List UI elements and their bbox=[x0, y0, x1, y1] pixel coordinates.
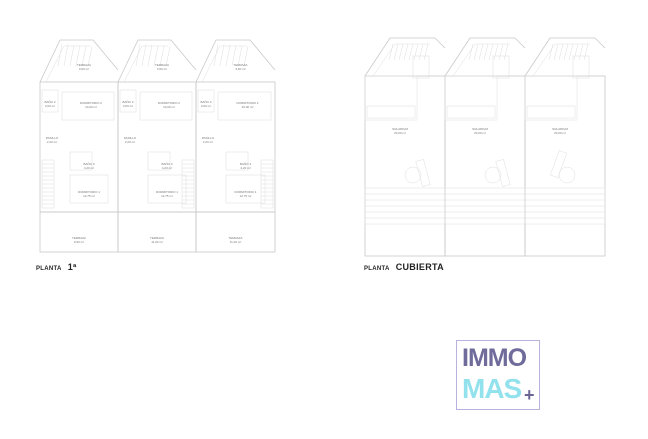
area-bano-2: 3,00 m² bbox=[45, 104, 55, 108]
area-dormitorio-1: 12,75 m² bbox=[83, 194, 95, 198]
logo-line-1: IMMO bbox=[462, 344, 527, 372]
area-bano-2: 3,00 m² bbox=[201, 104, 211, 108]
area-pasillo: 2,20 m² bbox=[125, 140, 135, 144]
caption-plan-first-floor: PLANTA 1ª bbox=[36, 262, 77, 272]
label-terraza: TERRAZA bbox=[150, 236, 164, 240]
area-solarium: 23,00 m² bbox=[554, 131, 566, 135]
caption-name: 1ª bbox=[67, 262, 77, 272]
label-terraza-top: TERRAZA bbox=[233, 63, 247, 67]
area-dormitorio-2: 10,00 m² bbox=[85, 105, 97, 109]
caption-prefix: PLANTA bbox=[36, 266, 62, 272]
label-terraza: TERRAZA bbox=[228, 236, 242, 240]
label-terraza-top: TERRAZA bbox=[77, 63, 91, 67]
caption-plan-roof: PLANTA CUBIERTA bbox=[364, 262, 444, 272]
area-dormitorio-2: 10,00 m² bbox=[163, 105, 175, 109]
parasol-icon bbox=[484, 166, 502, 184]
area-dormitorio-1: 12,75 m² bbox=[161, 194, 173, 198]
area-dormitorio-1: 12,75 m² bbox=[240, 194, 252, 198]
label-bano-2: BAÑO 2 bbox=[44, 99, 55, 104]
area-bano-3: 4,20 m² bbox=[240, 166, 250, 170]
label-pasillo: PASILLO bbox=[124, 136, 137, 140]
sunbed-icon bbox=[415, 159, 431, 187]
label-solarium: SOLARIUM bbox=[472, 127, 488, 131]
area-bano-2: 3,00 m² bbox=[123, 104, 133, 108]
parasol-icon bbox=[404, 166, 422, 184]
immomas-logo: IMMO MAS + bbox=[456, 340, 540, 410]
area-terraza: 9,90 m² bbox=[74, 240, 84, 244]
label-dormitorio-2: DORMITORIO 2 bbox=[158, 101, 180, 105]
area-pasillo: 2,20 m² bbox=[203, 140, 213, 144]
label-bano-3: BAÑO 3 bbox=[240, 161, 251, 166]
area-bano-3: 4,20 m² bbox=[84, 166, 94, 170]
label-dormitorio-1: DORMITORIO 1 bbox=[78, 190, 100, 194]
logo-line-2: MAS bbox=[462, 373, 522, 404]
label-pasillo: PASILLO bbox=[202, 136, 215, 140]
area-terraza-top: 3,60 m² bbox=[235, 67, 245, 71]
area-pasillo: 2,20 m² bbox=[47, 140, 57, 144]
label-dormitorio-1: DORMITORIO 1 bbox=[156, 190, 178, 194]
sunbed-icon bbox=[550, 150, 568, 179]
label-bano-3: BAÑO 3 bbox=[83, 161, 94, 166]
label-bano-2: BAÑO 2 bbox=[200, 99, 211, 104]
area-terraza: 11,00 m² bbox=[230, 240, 242, 244]
area-solarium: 23,00 m² bbox=[394, 131, 406, 135]
caption-name: CUBIERTA bbox=[395, 262, 444, 272]
label-solarium: SOLARIUM bbox=[552, 127, 568, 131]
area-bano-3: 4,20 m² bbox=[162, 166, 172, 170]
label-bano-3: BAÑO 3 bbox=[161, 161, 172, 166]
label-terraza: TERRAZA bbox=[72, 236, 86, 240]
label-solarium: SOLARIUM bbox=[392, 127, 408, 131]
logo-plus: + bbox=[524, 385, 535, 405]
label-bano-2: BAÑO 2 bbox=[122, 99, 133, 104]
label-dormitorio-2: DORMITORIO 2 bbox=[80, 101, 102, 105]
label-dormitorio-2: DORMITORIO 2 bbox=[237, 101, 259, 105]
label-terraza-top: TERRAZA bbox=[155, 63, 169, 67]
caption-prefix: PLANTA bbox=[364, 266, 390, 272]
area-terraza-top: 3,60 m² bbox=[157, 67, 167, 71]
label-pasillo: PASILLO bbox=[46, 136, 59, 140]
area-terraza: 11,00 m² bbox=[151, 240, 163, 244]
area-terraza-top: 3,60 m² bbox=[79, 67, 89, 71]
label-dormitorio-1: DORMITORIO 1 bbox=[235, 190, 257, 194]
area-solarium: 23,00 m² bbox=[474, 131, 486, 135]
area-dormitorio-2: 10,00 m² bbox=[242, 105, 254, 109]
sunbed-icon bbox=[495, 159, 511, 187]
parasol-icon bbox=[558, 166, 576, 184]
